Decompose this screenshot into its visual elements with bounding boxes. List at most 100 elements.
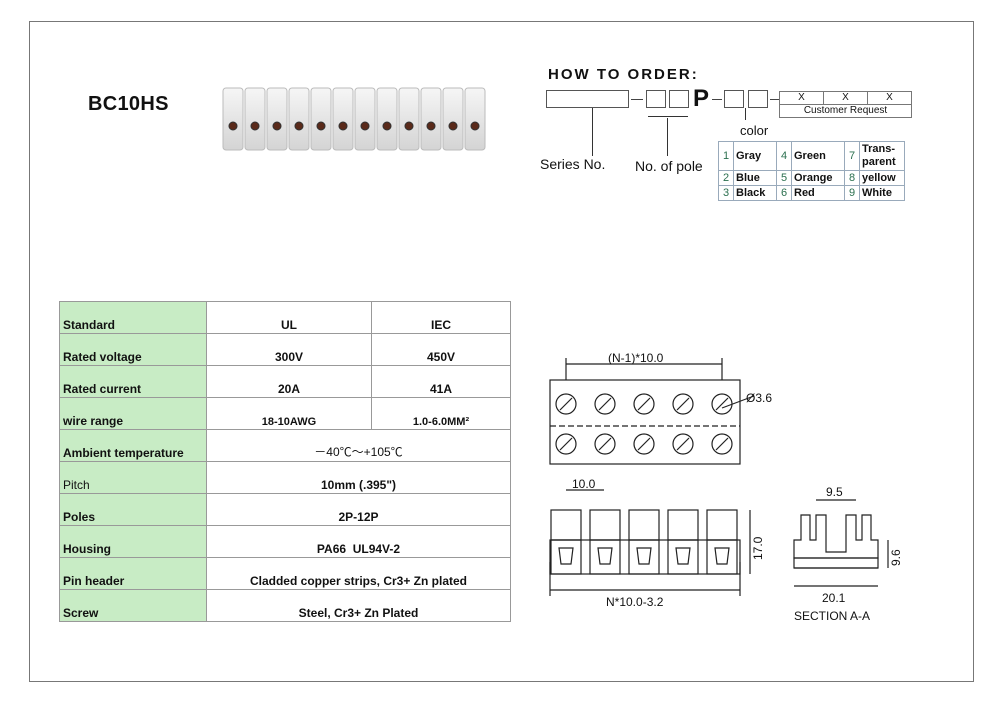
terminal-segment [244, 87, 266, 151]
spec-label: Pin header [59, 557, 207, 590]
spec-label: wire range [59, 397, 207, 430]
pole-bracket [648, 116, 688, 117]
color-code: 6 [776, 185, 792, 201]
front-segment-bottom [667, 539, 699, 575]
terminal-segment [310, 87, 332, 151]
spec-value: PA66 UL94V-2 [206, 525, 511, 558]
hole-dim-label: Ø3.6 [746, 391, 772, 405]
spec-label: Housing [59, 525, 207, 558]
spec-label: Standard [59, 301, 207, 334]
screw-slot [715, 437, 729, 451]
p-letter: P [693, 85, 710, 112]
spec-value: 2P-12P [206, 493, 511, 526]
spec-table: Standard UL IEC Rated voltage 300V 450V … [59, 301, 511, 622]
color-box-2 [748, 90, 768, 108]
wire-entry [675, 547, 691, 565]
pitch-dim-label: 10.0 [572, 477, 596, 491]
front-segment-bottom [550, 539, 582, 575]
table-row: wire range 18-10AWG 1.0-6.0MM² [59, 397, 511, 430]
spec-value: IEC [371, 301, 511, 334]
spec-value: 1.0-6.0MM² [371, 397, 511, 430]
color-name: Red [791, 185, 845, 201]
color-code: 9 [844, 185, 860, 201]
section-base-label: 20.1 [822, 591, 846, 605]
dash [631, 99, 643, 100]
dash [712, 99, 722, 100]
terminal-segment [464, 87, 486, 151]
series-label: Series No. [540, 156, 606, 172]
color-name: Black [733, 185, 777, 201]
color-name: Gray [733, 141, 777, 171]
spec-value: UL [206, 301, 372, 334]
front-segment-bottom [589, 539, 621, 575]
pole-leader [667, 118, 668, 156]
table-row: Pitch 10mm (.395") [59, 461, 511, 494]
screw-slot [598, 437, 612, 451]
color-name: White [859, 185, 905, 201]
top-dim-label: (N-1)*10.0 [608, 351, 664, 365]
color-code: 4 [776, 141, 792, 171]
color-code: 3 [718, 185, 734, 201]
terminal-segment [332, 87, 354, 151]
customer-request-label: Customer Request [779, 104, 912, 118]
terminal-segment [420, 87, 442, 151]
spec-label: Rated current [59, 365, 207, 398]
series-leader [592, 108, 593, 156]
spec-value: Steel, Cr3+ Zn Plated [206, 589, 511, 622]
customer-request-grid: X X X Customer Request [779, 91, 912, 118]
table-row: Poles 2P-12P [59, 493, 511, 526]
series-box [546, 90, 629, 108]
screw-slot [637, 437, 651, 451]
how-to-order-title: HOW TO ORDER: [548, 66, 699, 83]
color-code: 1 [718, 141, 734, 171]
screw-circle [672, 433, 694, 455]
color-name: Trans- parent [859, 141, 905, 171]
pole-box-2 [669, 90, 689, 108]
terminal-segment [354, 87, 376, 151]
table-row: Ambient temperature －40℃～+105℃ [59, 429, 511, 462]
wire-entry [597, 547, 613, 565]
screw-circle [633, 393, 655, 415]
section-view [793, 514, 879, 569]
front-segment-bottom [628, 539, 660, 575]
spec-value: －40℃～+105℃ [206, 429, 511, 462]
terminal-segment [288, 87, 310, 151]
section-width-label: 9.5 [826, 485, 843, 499]
spec-value: 450V [371, 333, 511, 366]
top-view-body [549, 379, 741, 465]
spec-value: 20A [206, 365, 372, 398]
spec-label: Pitch [59, 461, 207, 494]
screw-circle [672, 393, 694, 415]
color-name: Blue [733, 170, 777, 186]
wire-entry [636, 547, 652, 565]
screw-slot [676, 437, 690, 451]
color-table: 1 Gray 4 Green 7 Trans- parent 2 Blue 5 … [718, 141, 905, 201]
wire-entry [714, 547, 730, 565]
color-name: yellow [859, 170, 905, 186]
wire-entry [558, 547, 574, 565]
color-label: color [740, 123, 769, 138]
table-row: Pin header Cladded copper strips, Cr3+ Z… [59, 557, 511, 590]
color-name: Green [791, 141, 845, 171]
terminal-block-image [222, 87, 486, 151]
table-row: Housing PA66 UL94V-2 [59, 525, 511, 558]
terminal-segment [442, 87, 464, 151]
spec-value: 41A [371, 365, 511, 398]
front-segment-top [550, 509, 582, 541]
x-cell: X [867, 91, 912, 105]
page-frame [29, 21, 974, 682]
hole-leader [721, 395, 755, 409]
screw-circle [594, 393, 616, 415]
front-segment-bottom [706, 539, 738, 575]
color-name-text: Trans- parent [862, 143, 896, 168]
terminal-segment [376, 87, 398, 151]
screw-circle [555, 393, 577, 415]
screw-slot [637, 397, 651, 411]
color-code: 7 [844, 141, 860, 171]
table-row: Rated voltage 300V 450V [59, 333, 511, 366]
screw-circle [711, 433, 733, 455]
screw-circle [555, 433, 577, 455]
height-dim-label: 17.0 [751, 536, 765, 560]
front-segment-top [667, 509, 699, 541]
spec-value: 10mm (.395") [206, 461, 511, 494]
